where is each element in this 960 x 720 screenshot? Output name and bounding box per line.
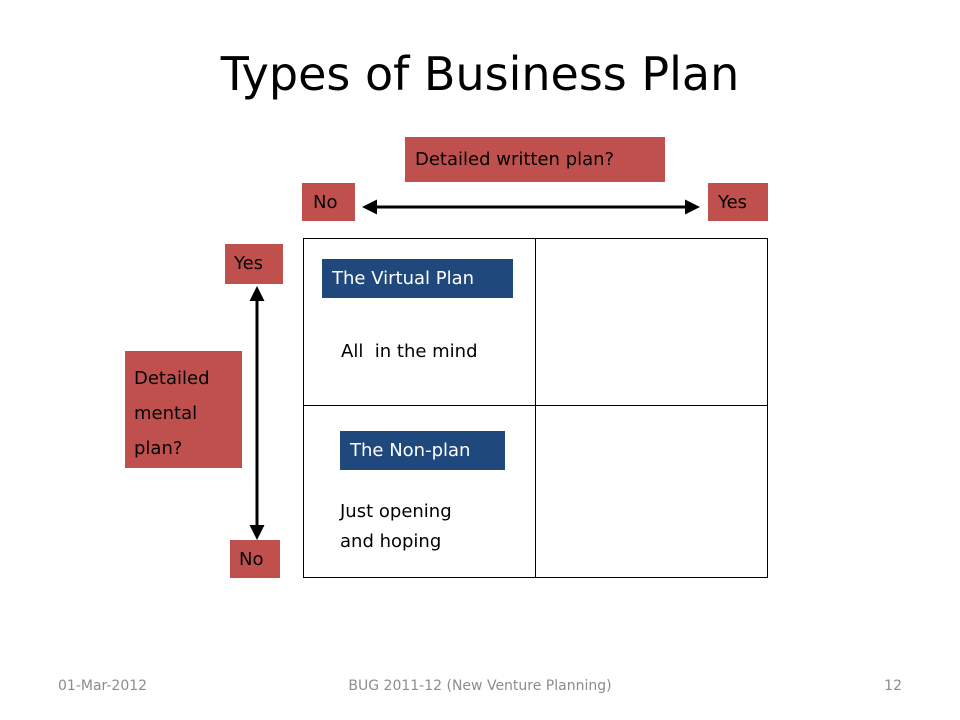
v-axis-yes-text: Yes [234,253,264,274]
slide-title: Types of Business Plan [220,47,740,101]
v-axis-no-label: No [230,540,280,578]
non-plan-line-1: Just opening [340,501,452,522]
written-plan-question: Detailed written plan? [405,137,665,182]
footer-date: 01-Mar-2012 [58,678,148,694]
written-plan-question-text: Detailed written plan? [415,149,615,170]
grid-vertical-divider [535,238,536,578]
v-axis-yes-label: Yes [225,244,283,284]
mental-plan-line-2: mental [134,403,198,424]
virtual-plan-text: The Virtual Plan [332,268,475,289]
mental-plan-question: Detailed mental plan? [125,351,242,468]
grid-horizontal-divider [303,405,768,406]
mental-plan-line-1: Detailed [134,368,210,389]
non-plan-label: The Non-plan [340,431,505,470]
footer-page-number: 12 [884,678,902,694]
h-axis-yes-label: Yes [708,183,768,221]
h-axis-no-text: No [313,192,338,213]
h-axis-yes-text: Yes [718,192,748,213]
v-axis-no-text: No [239,549,264,570]
non-plan-text: The Non-plan [350,440,471,461]
mental-plan-line-3: plan? [134,438,183,459]
non-plan-description: Just opening and hoping [340,497,452,557]
virtual-plan-description: All in the mind [341,341,478,362]
h-axis-no-label: No [302,183,355,221]
footer-center: BUG 2011-12 (New Venture Planning) [348,678,612,694]
non-plan-line-2: and hoping [340,531,442,552]
virtual-plan-label: The Virtual Plan [322,259,513,298]
